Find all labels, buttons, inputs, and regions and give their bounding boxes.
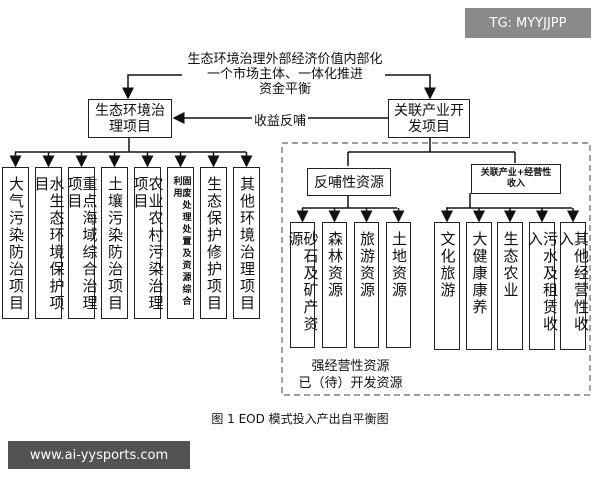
sub-right-item-label: 文化旅游 — [438, 231, 457, 299]
sub-right-item-label: 生态农业 — [501, 231, 520, 299]
strong-resource-dashed-region — [281, 142, 591, 396]
dashed-label-line: 强经营性资源 — [311, 359, 390, 374]
right-root-box: 关联产业开发项目 — [388, 99, 470, 138]
sub-right-item-label: 污水及租赁收入 — [526, 231, 559, 333]
left-item-box: 大气污染防治项目 — [2, 167, 29, 319]
sub-left-item-box: 砂石及矿产资源 — [286, 222, 320, 348]
sub-right-item-label: 大健康康养 — [470, 231, 489, 316]
left-item-label: 土壤污染防治项目 — [106, 176, 124, 312]
sub-left-item-label: 土地资源 — [390, 231, 408, 299]
left-item-label: 重点海域综合治理项目 — [65, 176, 99, 312]
left-item-box: 农业农村污染治理项目 — [131, 167, 165, 319]
sub-right-item-box: 文化旅游 — [434, 222, 460, 350]
sub-right-item-box: 污水及租赁收入 — [526, 222, 559, 350]
left-item-box: 水生态环境保护项目 — [32, 167, 66, 319]
left-item-box: 土壤污染防治项目 — [101, 167, 128, 319]
sub-right-item-box: 其他经营性收入 — [557, 222, 590, 350]
left-item-label: 农业农村污染治理项目 — [131, 176, 165, 312]
left-item-box: 生态保护修护项目 — [200, 167, 227, 319]
left-item-box: 重点海域综合治理项目 — [65, 167, 99, 319]
left-item-label: 水生态环境保护项目 — [32, 176, 66, 312]
sub-left-item-label: 旅游资源 — [358, 231, 376, 299]
top-text-line: 一个市场主体、一体化推进 — [206, 67, 363, 82]
watermark-top: TG: MYYJJPP — [465, 8, 591, 38]
left-item-label: 固废处理处置及资源综合利用 — [171, 176, 191, 308]
left-item-label: 其他环境治理项目 — [238, 176, 256, 312]
figure-caption: 图 1 EOD 模式投入产出自平衡图 — [211, 412, 389, 426]
dashed-label-line: 已（待）开发资源 — [298, 376, 403, 391]
left-item-box: 固废处理处置及资源综合利用 — [167, 167, 194, 319]
sub-left-item-label: 森林资源 — [326, 231, 344, 299]
sub-left-item-box: 旅游资源 — [354, 222, 379, 348]
sub-right-title-box: 关联产业+经营性收入 — [471, 164, 561, 194]
left-item-label: 大气污染防治项目 — [7, 176, 25, 312]
left-root-box: 生态环境治理项目 — [88, 99, 172, 138]
sub-right-item-label: 其他经营性收入 — [557, 231, 590, 333]
top-text-line: 资金平衡 — [258, 82, 311, 97]
sub-right-item-box: 生态农业 — [497, 222, 523, 350]
left-item-box: 其他环境治理项目 — [233, 167, 260, 319]
sub-left-item-box: 森林资源 — [322, 222, 347, 348]
sub-left-item-label: 砂石及矿产资源 — [286, 231, 320, 333]
top-text: 生态环境治理外部经济价值内部化 一个市场主体、一体化推进 资金平衡 — [150, 52, 420, 97]
dashed-region-label: 强经营性资源 已（待）开发资源 — [298, 358, 403, 392]
sub-right-item-box: 大健康康养 — [466, 222, 492, 350]
sub-left-item-box: 土地资源 — [386, 222, 411, 348]
left-item-label: 生态保护修护项目 — [205, 176, 223, 312]
top-text-line: 生态环境治理外部经济价值内部化 — [187, 52, 383, 67]
sub-left-title-box: 反哺性资源 — [307, 168, 391, 196]
feedback-label: 收益反哺 — [252, 110, 309, 129]
watermark-bottom: www.ai-yysports.com — [8, 441, 190, 469]
